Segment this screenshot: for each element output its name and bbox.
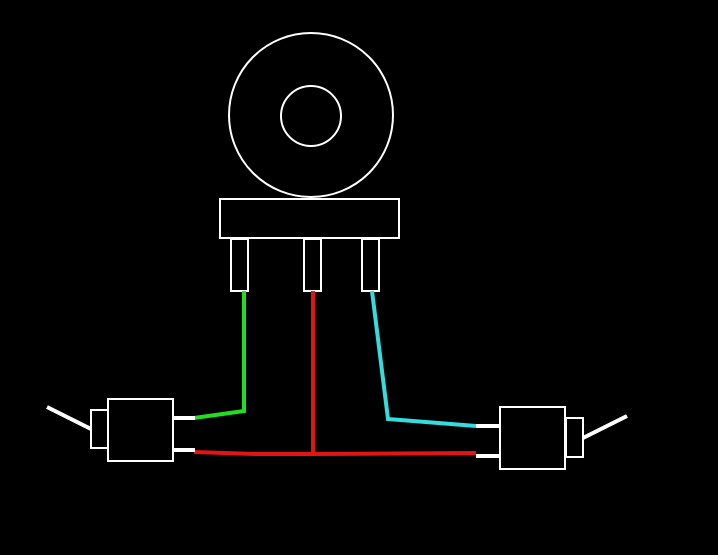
pin-left [230, 238, 249, 292]
left-switch-lever [46, 405, 92, 431]
toggle-switch-left [46, 398, 195, 462]
pin-right [361, 238, 380, 292]
knob-outer-ring [228, 32, 394, 198]
left-switch-body [107, 398, 174, 462]
right-switch-lever [582, 414, 628, 440]
wire-green [193, 291, 246, 420]
knob-inner-ring [280, 85, 342, 147]
wire-cyan [370, 290, 477, 428]
toggle-switch-right [476, 406, 628, 470]
potentiometer-knob [228, 32, 394, 198]
wire-red-horizontal [193, 450, 477, 456]
